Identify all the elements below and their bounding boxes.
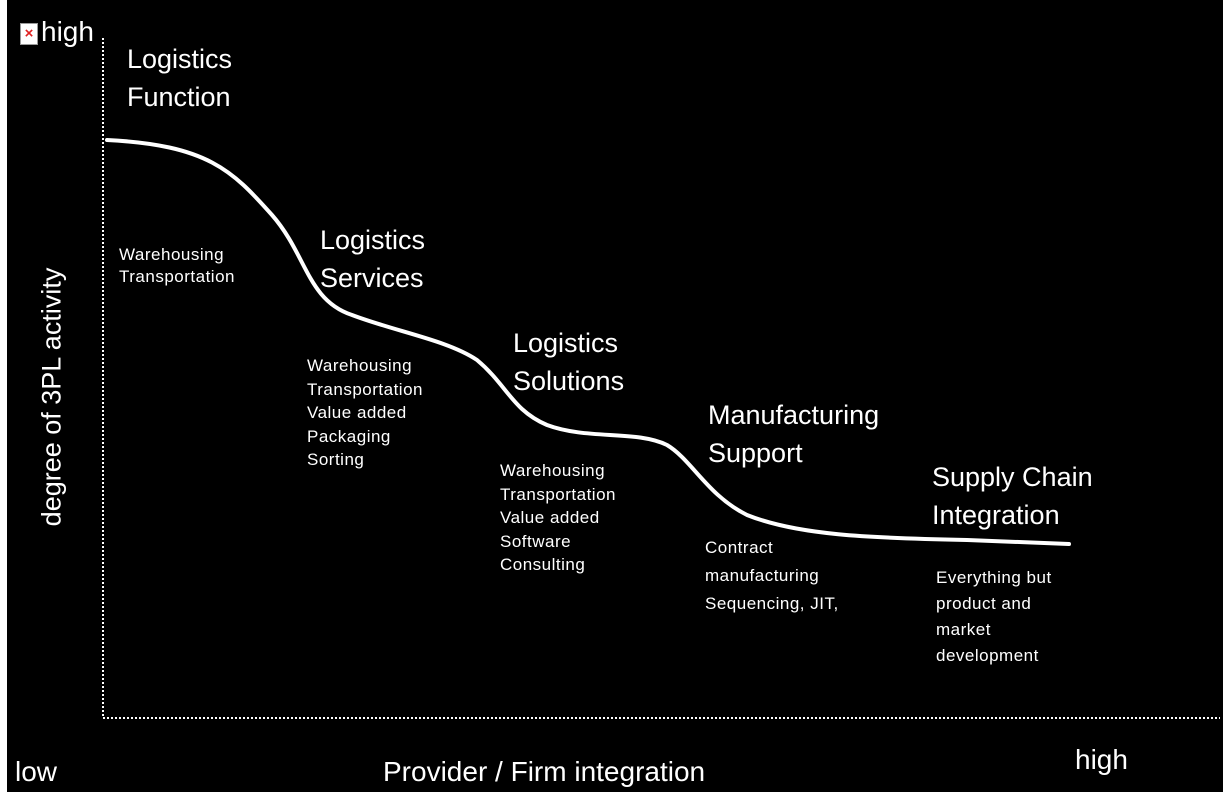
stage-title-line: Solutions	[513, 366, 625, 396]
x-axis-low-label: low	[15, 756, 58, 787]
stage-supply-chain-integration-items: Everything but product and market develo…	[936, 565, 1052, 669]
stage-logistics-services-items: Warehousing Transportation Value added P…	[307, 354, 423, 472]
stage-item: development	[936, 646, 1039, 665]
stage-item: Value added	[307, 403, 407, 422]
stage-title-line: Integration	[932, 500, 1060, 530]
stage-item: Transportation	[119, 267, 235, 286]
stage-title-line: Logistics	[127, 44, 233, 74]
stage-item: Warehousing	[307, 356, 413, 375]
stage-item: Consulting	[500, 555, 586, 574]
stage-item: Software	[500, 531, 572, 551]
stage-item: manufacturing	[705, 566, 820, 585]
stage-title-line: Services	[320, 263, 424, 293]
stage-title-line: Manufacturing	[708, 400, 880, 430]
stage-logistics-solutions-items: Warehousing Transportation Value added S…	[500, 459, 616, 577]
stage-item: product and	[936, 594, 1032, 613]
stage-title-line: Supply Chain	[932, 462, 1093, 492]
x-axis-high-label: high	[1075, 744, 1128, 775]
stage-item: Warehousing	[119, 245, 225, 264]
stage-title-line: Support	[708, 438, 803, 468]
stage-item: Transportation	[307, 379, 423, 399]
diagram-canvas: × high degree of 3PL activity low Provid…	[7, 0, 1223, 792]
stage-item: market	[936, 620, 991, 639]
stage-title-line: Function	[127, 82, 231, 112]
broken-image-icon: ×	[20, 23, 38, 45]
stage-item: Transportation	[500, 484, 616, 504]
x-axis-title: Provider / Firm integration	[383, 756, 706, 787]
stage-item: Contract	[705, 538, 774, 557]
stage-item: Warehousing	[500, 461, 606, 480]
stage-manufacturing-support-items: Contract manufacturing Sequencing, JIT,	[705, 534, 839, 618]
stage-logistics-function-items: Warehousing Transportation	[119, 244, 235, 288]
stage-logistics-solutions-title: Logistics Solutions	[513, 324, 624, 400]
stage-item: Packaging	[307, 426, 391, 446]
y-axis-title: degree of 3PL activity	[36, 267, 67, 527]
curve-layer	[102, 38, 1220, 719]
stage-title-line: Logistics	[320, 225, 426, 255]
stage-item: Sorting	[307, 450, 365, 469]
stage-item: Everything but	[936, 568, 1052, 587]
stage-logistics-function-title: Logistics Function	[127, 40, 232, 116]
stage-item: Value added	[500, 508, 600, 527]
y-axis-high-label: high	[41, 16, 94, 47]
stage-title-line: Logistics	[513, 328, 619, 358]
stage-item: Sequencing, JIT,	[705, 594, 839, 613]
stage-manufacturing-support-title: Manufacturing Support	[708, 396, 879, 472]
s-curve	[105, 138, 1071, 546]
stage-supply-chain-integration-title: Supply Chain Integration	[932, 458, 1093, 534]
stage-logistics-services-title: Logistics Services	[320, 221, 425, 297]
